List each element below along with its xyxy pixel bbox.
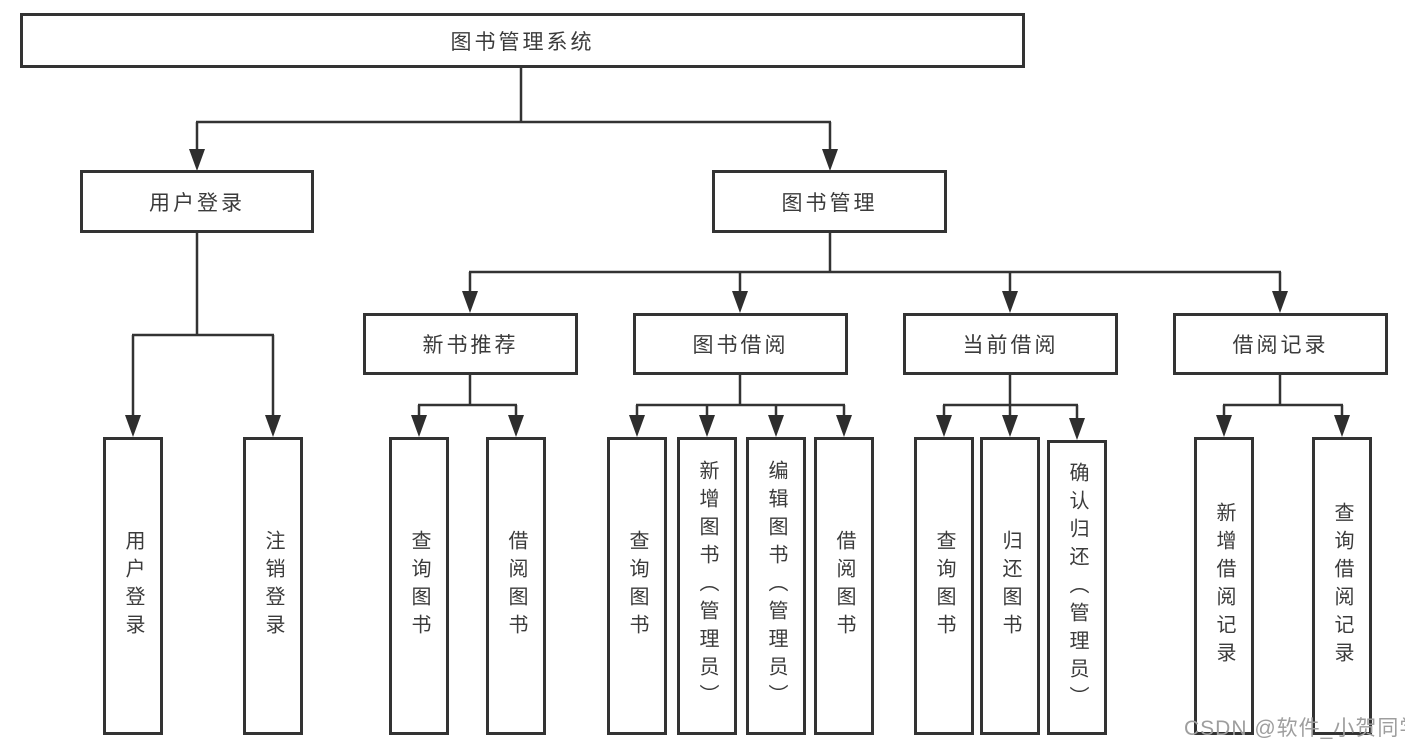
leaf-label: 查询图书 (408, 530, 430, 642)
leaf-logout: 注销登录 (243, 437, 303, 735)
leaf-query-borrow-record: 查询借阅记录 (1312, 437, 1372, 735)
node-library-system: 图书管理系统 (20, 13, 1025, 68)
leaf-label: 归还图书 (999, 530, 1021, 642)
node-borrowing-records: 借阅记录 (1173, 313, 1388, 375)
leaf-label: 编辑图书（管理员） (765, 460, 787, 712)
leaf-label: 借阅图书 (505, 530, 527, 642)
csdn-watermark: CSDN @软件_小贺同学 (1184, 717, 1405, 740)
leaf-add-borrow-record: 新增借阅记录 (1194, 437, 1254, 735)
leaf-query-books-borrow: 查询图书 (607, 437, 667, 735)
node-book-borrowing: 图书借阅 (633, 313, 848, 375)
leaf-label: 用户登录 (122, 530, 144, 642)
connector-segments (131, 68, 1344, 424)
leaf-user-login: 用户登录 (103, 437, 163, 735)
leaf-return-books: 归还图书 (980, 437, 1040, 735)
leaf-edit-books-admin: 编辑图书（管理员） (746, 437, 806, 735)
arrowheads (125, 149, 1350, 440)
leaf-label: 查询图书 (626, 530, 648, 642)
leaf-confirm-return-admin: 确认归还（管理员） (1047, 440, 1107, 735)
node-user-login: 用户登录 (80, 170, 314, 233)
leaf-label: 查询借阅记录 (1331, 502, 1353, 670)
leaf-query-books-recommend: 查询图书 (389, 437, 449, 735)
node-book-management: 图书管理 (712, 170, 947, 233)
leaf-label: 查询图书 (933, 530, 955, 642)
node-new-book-recommendation: 新书推荐 (363, 313, 578, 375)
leaf-label: 注销登录 (262, 530, 284, 642)
leaf-label: 借阅图书 (833, 530, 855, 642)
node-current-borrowing: 当前借阅 (903, 313, 1118, 375)
leaf-label: 新增图书（管理员） (696, 460, 718, 712)
leaf-add-books-admin: 新增图书（管理员） (677, 437, 737, 735)
leaf-query-books-current: 查询图书 (914, 437, 974, 735)
leaf-label: 确认归还（管理员） (1066, 461, 1088, 714)
leaf-label: 新增借阅记录 (1213, 502, 1235, 670)
leaf-borrow-books-recommend: 借阅图书 (486, 437, 546, 735)
leaf-borrow-books: 借阅图书 (814, 437, 874, 735)
